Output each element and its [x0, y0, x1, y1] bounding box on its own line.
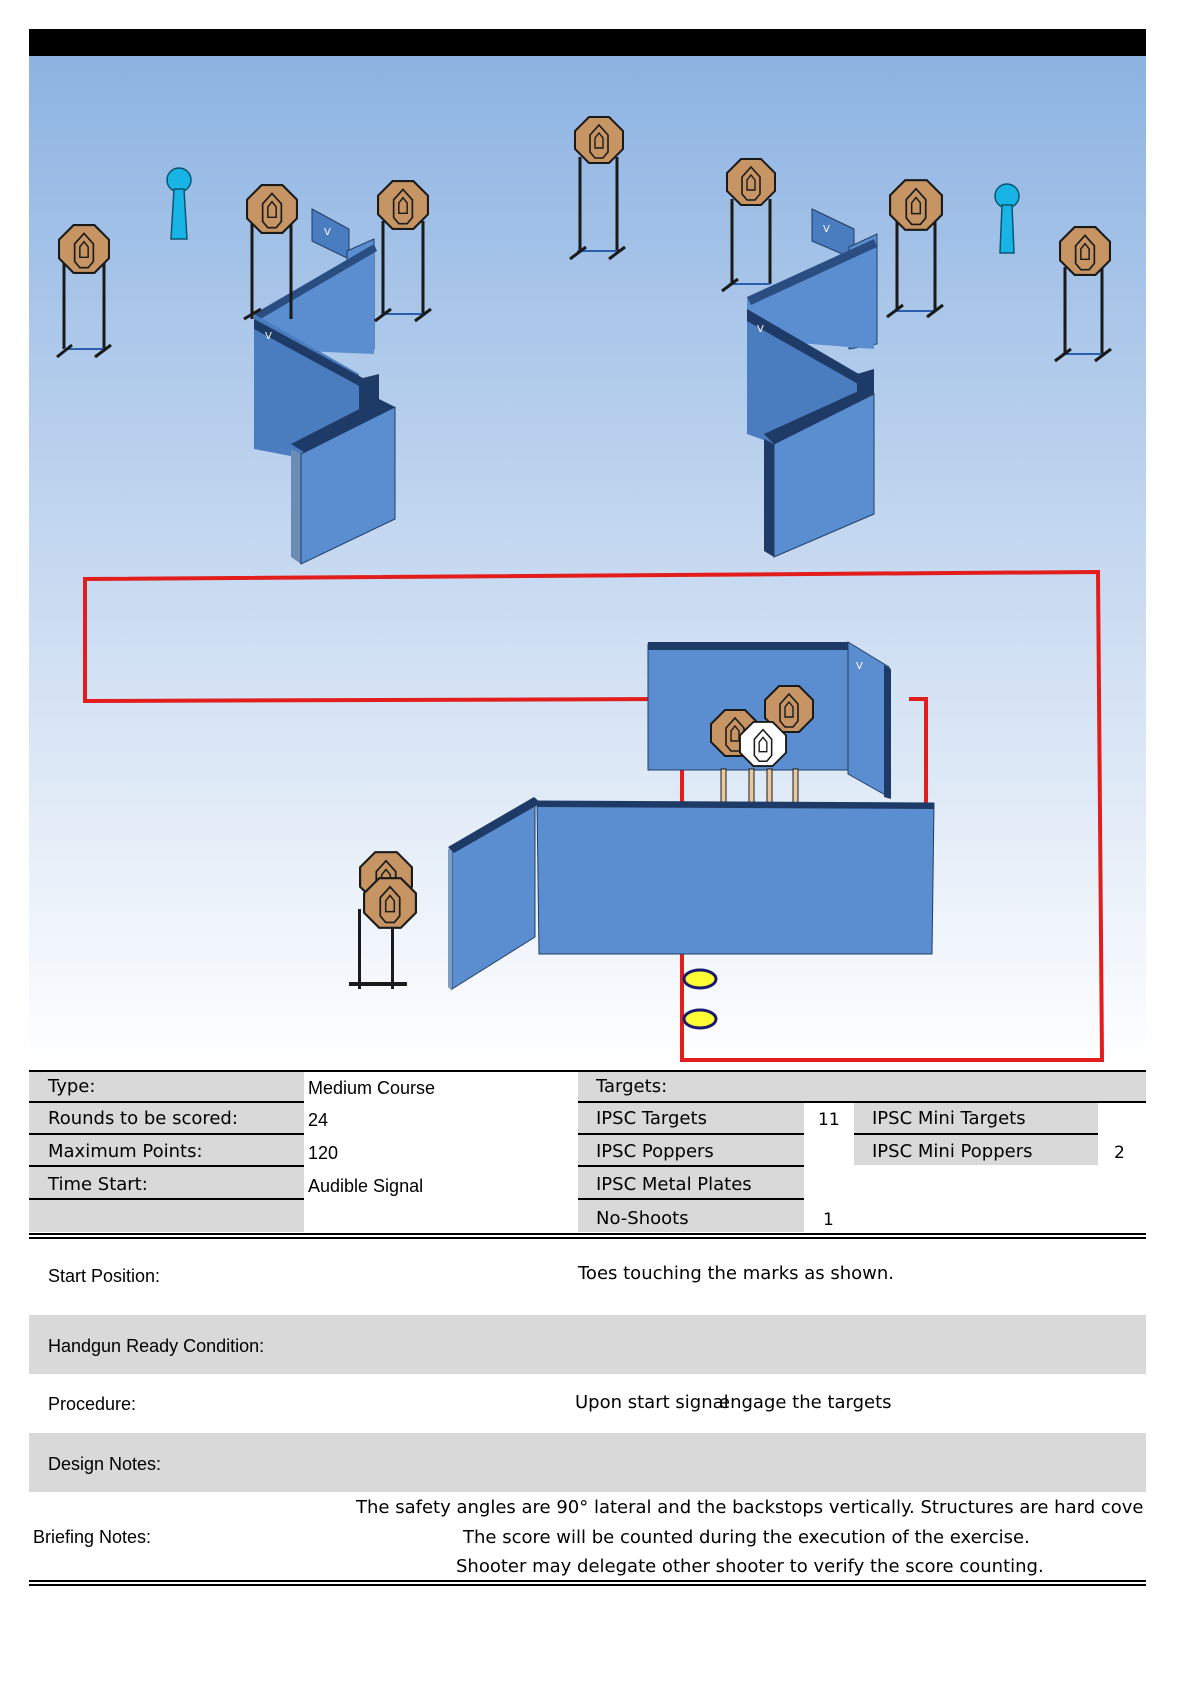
rule [578, 1165, 804, 1167]
front-left-targets [349, 851, 417, 989]
stage-header-bar [29, 29, 1146, 56]
target-stand [374, 179, 432, 323]
row-bg [854, 1135, 1098, 1165]
rule [578, 1101, 1146, 1103]
row-bg [578, 1135, 804, 1165]
rule [854, 1133, 1098, 1135]
target-stand-legs [720, 768, 799, 830]
time-start-value: Audible Signal [308, 1176, 424, 1196]
rule [29, 1165, 304, 1167]
ipsc-target [1059, 225, 1111, 277]
mini-poppers-label: IPSC Mini Poppers [872, 1141, 1033, 1162]
ipsc-target [726, 157, 776, 207]
ipsc-target [246, 183, 298, 235]
briefing-notes-label: Briefing Notes: [33, 1527, 152, 1547]
center-target-cluster [710, 685, 814, 830]
ipsc-target [363, 877, 417, 929]
row-bg [578, 1200, 804, 1232]
briefing-line-1: The safety angles are 90° lateral and th… [356, 1497, 1144, 1518]
row-bg [29, 1167, 304, 1198]
rule [29, 1070, 1146, 1072]
briefing-line-2: The score will be counted during the exe… [463, 1527, 1030, 1548]
noshoots-value: 1 [823, 1210, 834, 1230]
rule [29, 1133, 304, 1135]
target-stand [243, 183, 298, 321]
row-bg [29, 1200, 304, 1232]
rule [29, 1198, 304, 1200]
target-stand [569, 115, 626, 261]
targets-header: Targets: [596, 1076, 668, 1097]
target-stand [886, 179, 944, 319]
mini-targets-label: IPSC Mini Targets [872, 1108, 1026, 1129]
start-position-label: Start Position: [48, 1266, 161, 1286]
popper [994, 183, 1020, 254]
mini-poppers-value: 2 [1114, 1143, 1125, 1163]
ipsc-poppers-label: IPSC Poppers [596, 1141, 714, 1162]
rule [29, 1584, 1146, 1586]
start-mark [682, 1008, 718, 1030]
ipsc-target [889, 179, 943, 231]
center-wall-mark: V [856, 661, 863, 672]
start-mark [682, 968, 718, 990]
right-wall-mark-2: V [757, 324, 764, 335]
points-value: 120 [308, 1143, 339, 1163]
stage-diagram: V V V V V [29, 29, 1146, 1069]
popper [166, 167, 192, 240]
design-notes-label: Design Notes: [48, 1454, 162, 1474]
ipsc-targets-label: IPSC Targets [596, 1108, 707, 1129]
rule [578, 1133, 804, 1135]
front-wall [448, 797, 935, 991]
row-bg [29, 1072, 304, 1101]
left-wall-mark-2: V [265, 331, 272, 342]
row-bg [29, 1433, 1146, 1492]
target-stand [721, 157, 776, 293]
target-stand [56, 223, 112, 359]
row-bg [854, 1103, 1098, 1133]
row-bg [578, 1167, 804, 1198]
rule [29, 1237, 1146, 1239]
left-wall-group: V V [254, 208, 396, 565]
type-value: Medium Course [308, 1078, 436, 1098]
time-start-label: Time Start: [48, 1174, 148, 1195]
start-position-value: Toes touching the marks as shown. [578, 1263, 894, 1284]
row-bg [29, 1103, 304, 1133]
row-bg [578, 1103, 804, 1133]
ipsc-targets-value: 11 [818, 1110, 840, 1130]
rule [29, 1580, 1146, 1582]
rule [578, 1198, 804, 1200]
ready-condition-label: Handgun Ready Condition: [48, 1336, 265, 1356]
points-label: Maximum Points: [48, 1141, 203, 1162]
type-label: Type: [48, 1076, 96, 1097]
right-wall-group: V V [747, 208, 878, 558]
left-wall-mark-1: V [324, 227, 331, 238]
procedure-label: Procedure: [48, 1394, 137, 1414]
no-shoot-target [739, 720, 787, 768]
rounds-value: 24 [308, 1110, 329, 1130]
rule [29, 1233, 1146, 1235]
ipsc-target [58, 223, 110, 275]
noshoots-label: No-Shoots [596, 1208, 689, 1229]
row-bg [578, 1072, 1146, 1101]
rule [29, 1101, 304, 1103]
row-bg [29, 1135, 304, 1165]
right-wall-mark-1: V [823, 224, 830, 235]
target-stand [1054, 225, 1112, 363]
ipsc-target [377, 179, 429, 231]
rounds-label: Rounds to be scored: [48, 1108, 238, 1129]
procedure-value-end: engage the targets [719, 1392, 892, 1413]
ipsc-plates-label: IPSC Metal Plates [596, 1174, 752, 1195]
row-bg [29, 1315, 1146, 1374]
briefing-line-3: Shooter may delegate other shooter to ve… [456, 1556, 1044, 1577]
ipsc-target [574, 115, 624, 165]
procedure-value-start: Upon start signal [575, 1392, 729, 1413]
fault-line [83, 569, 1105, 1062]
